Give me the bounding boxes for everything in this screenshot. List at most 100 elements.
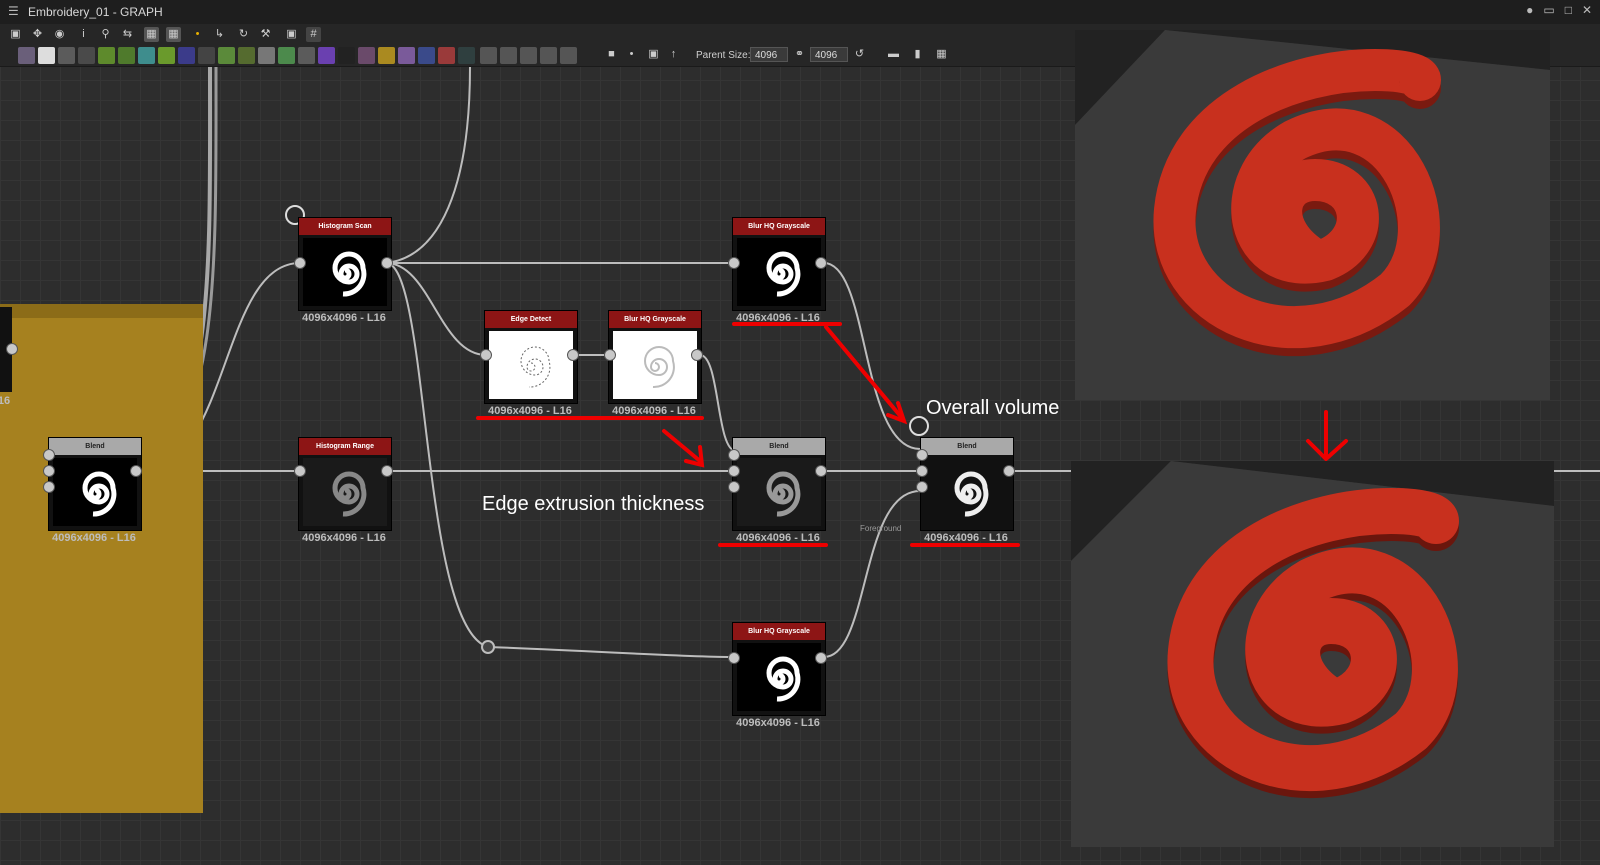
title-bar: ☰ Embroidery_01 - GRAPH ● ▭ □ ✕: [0, 0, 1600, 24]
pin-tool-icon[interactable]: ↑: [670, 48, 677, 60]
node-blur-hq-top[interactable]: Blur HQ Grayscale: [732, 217, 826, 311]
blend-middle-output-port[interactable]: [815, 465, 827, 477]
uniform-color-icon[interactable]: [38, 47, 55, 64]
search-icon[interactable]: ⚲: [101, 28, 110, 40]
tile-icon[interactable]: [198, 47, 215, 64]
graph-icon: ☰: [8, 4, 19, 18]
shape-icon[interactable]: [178, 47, 195, 64]
blend-icon[interactable]: [278, 47, 295, 64]
node-title: Blur HQ Grayscale: [733, 623, 825, 640]
warning-icon[interactable]: [378, 47, 395, 64]
link-size-icon[interactable]: ⚭: [794, 48, 805, 60]
gradient-map-icon[interactable]: [118, 47, 135, 64]
histogram-scan-input-port[interactable]: [294, 257, 306, 269]
link-icon[interactable]: ⇆: [122, 28, 133, 40]
node-histogram-range[interactable]: Histogram Range: [298, 437, 392, 531]
blur-bottom-output-port[interactable]: [815, 652, 827, 664]
text-icon[interactable]: [398, 47, 415, 64]
grid-view-icon[interactable]: ▦: [166, 27, 181, 42]
restore-icon[interactable]: ▭: [1543, 3, 1555, 17]
histogram-range-output-port[interactable]: [381, 465, 393, 477]
node-blur-hq-mid[interactable]: Blur HQ Grayscale: [608, 310, 702, 404]
node-blend-middle[interactable]: Blend: [732, 437, 826, 531]
levels-icon[interactable]: [58, 47, 75, 64]
input-icon[interactable]: •: [629, 48, 634, 60]
output-node-icon[interactable]: ▣: [648, 48, 659, 60]
transform-icon[interactable]: [138, 47, 155, 64]
pin-node-icon[interactable]: [500, 47, 517, 64]
comment-node-icon[interactable]: [520, 47, 537, 64]
blend-left-input-port[interactable]: [43, 481, 55, 493]
pixel-processor-icon[interactable]: [318, 47, 335, 64]
blend-right-foreground-port[interactable]: [916, 449, 928, 461]
edge-detect-output-port[interactable]: [567, 349, 579, 361]
node-resolution: 4096x4096 - L16: [736, 717, 820, 729]
comment-icon[interactable]: ■: [608, 48, 615, 60]
pin-icon[interactable]: ●: [1526, 3, 1534, 17]
blur-mid-input-port[interactable]: [604, 349, 616, 361]
fx-map-icon[interactable]: [218, 47, 235, 64]
edge-detect-input-port[interactable]: [480, 349, 492, 361]
node-blend-right[interactable]: Blend: [920, 437, 1014, 531]
snap-icon[interactable]: ▦: [936, 48, 947, 60]
shuffle-icon[interactable]: [78, 47, 95, 64]
node-edge-detect[interactable]: Edge Detect: [484, 310, 578, 404]
dot-node-icon[interactable]: [540, 47, 557, 64]
blend-right-mask-port[interactable]: [916, 481, 928, 493]
frame-node-icon[interactable]: [480, 47, 497, 64]
spiral-render-after: [1071, 461, 1554, 847]
connect-icon[interactable]: •: [195, 28, 200, 40]
blend-right-background-port[interactable]: [916, 465, 928, 477]
output-icon[interactable]: [458, 47, 475, 64]
frame-all-icon[interactable]: ▣: [10, 28, 21, 40]
switch-icon[interactable]: [258, 47, 275, 64]
fill-icon[interactable]: [438, 47, 455, 64]
align-vertical-icon[interactable]: ▮: [914, 48, 921, 60]
pan-icon[interactable]: ✥: [32, 28, 43, 40]
node-blur-hq-bottom[interactable]: Blur HQ Grayscale: [732, 622, 826, 716]
maximize-icon[interactable]: □: [1564, 3, 1572, 17]
histogram-scan-output-port[interactable]: [381, 257, 393, 269]
tools-icon[interactable]: ⚒: [260, 28, 271, 40]
bitmap-node-icon[interactable]: [18, 47, 35, 64]
warp-icon[interactable]: [158, 47, 175, 64]
directional-warp-icon[interactable]: [358, 47, 375, 64]
refresh-icon[interactable]: ↻: [238, 28, 249, 40]
normal-icon[interactable]: [238, 47, 255, 64]
publish-icon[interactable]: ▣: [286, 28, 297, 40]
partial-node-output-port[interactable]: [6, 343, 18, 355]
curve-icon[interactable]: [98, 47, 115, 64]
blur-bottom-input-port[interactable]: [728, 652, 740, 664]
close-icon[interactable]: ✕: [1581, 3, 1592, 17]
blur-mid-output-port[interactable]: [691, 349, 703, 361]
layout-icon[interactable]: ▦: [144, 27, 159, 42]
frame-group[interactable]: [0, 304, 203, 813]
document-pin-icon[interactable]: [909, 416, 929, 436]
select-icon[interactable]: [418, 47, 435, 64]
align-horizontal-icon[interactable]: ▬: [888, 48, 899, 60]
node-blend-left[interactable]: Blend: [48, 437, 142, 531]
size-select[interactable]: 4096 ▾: [810, 47, 848, 76]
annotation-underline: [732, 322, 842, 326]
blur-top-output-port[interactable]: [815, 257, 827, 269]
camera-icon[interactable]: ◉: [54, 28, 65, 40]
route-icon[interactable]: ↳: [214, 28, 225, 40]
grid-snap-icon[interactable]: #: [306, 27, 321, 42]
blend-middle-input-port[interactable]: [728, 449, 740, 461]
blend-middle-input-port[interactable]: [728, 481, 740, 493]
node-title: Histogram Range: [299, 438, 391, 455]
blend-left-input-port[interactable]: [43, 449, 55, 461]
frame-alt-icon[interactable]: [560, 47, 577, 64]
blend-right-output-port[interactable]: [1003, 465, 1015, 477]
info-icon[interactable]: i: [82, 28, 85, 40]
value-processor-icon[interactable]: [338, 47, 355, 64]
blend-left-output-port[interactable]: [130, 465, 142, 477]
blend-middle-input-port[interactable]: [728, 465, 740, 477]
histogram-icon[interactable]: [298, 47, 315, 64]
blur-top-input-port[interactable]: [728, 257, 740, 269]
histogram-range-input-port[interactable]: [294, 465, 306, 477]
graph-canvas[interactable]: 16 Blend 4096x4096 - L16 Histogram Scan …: [0, 30, 1600, 865]
parent-size-select[interactable]: 4096 ▾: [750, 47, 788, 76]
blend-left-input-port[interactable]: [43, 465, 55, 477]
reset-icon[interactable]: ↺: [854, 48, 865, 60]
